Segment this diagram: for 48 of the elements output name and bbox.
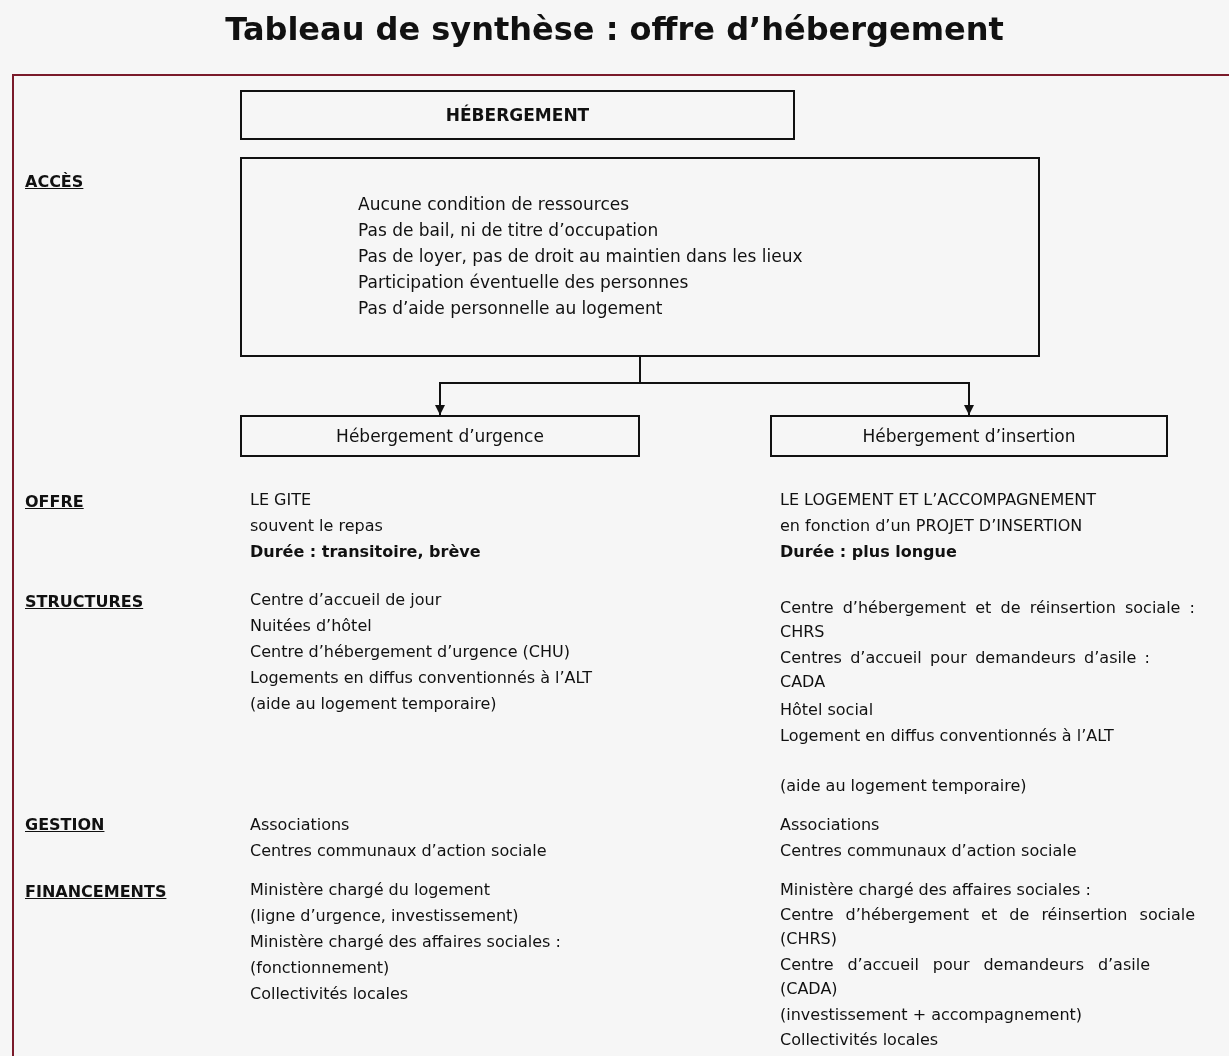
criteria-text: Pas d’aide personnelle au logement bbox=[358, 297, 663, 320]
cell-text: Collectivités locales bbox=[250, 983, 409, 1005]
criteria-text: Aucune condition de ressources bbox=[358, 193, 630, 216]
cell-text: Centre d’accueil pour demandeurs d’asile (CADA) bbox=[780, 954, 1150, 1000]
cell-text: Associations bbox=[780, 814, 880, 836]
cell-text: Hôtel social bbox=[780, 699, 874, 721]
category-box bbox=[240, 415, 640, 457]
box-heading: HÉBERGEMENT bbox=[445, 103, 590, 127]
cell-text: Logement en diffus conventionnés à l’ALT bbox=[780, 725, 1115, 747]
criteria-box bbox=[240, 157, 1040, 357]
criteria-text: Participation éventuelle des personnes bbox=[358, 271, 689, 294]
cell-text: Centre d’accueil de jour bbox=[250, 589, 442, 611]
box-label: Hébergement d’insertion bbox=[862, 425, 1076, 448]
box-label: Hébergement d’urgence bbox=[336, 425, 544, 448]
cell-text: (ligne d’urgence, investissement) bbox=[250, 905, 519, 927]
cell-text: (fonctionnement) bbox=[250, 957, 390, 979]
cell-text: souvent le repas bbox=[250, 515, 383, 537]
row-heading: ACCÈS bbox=[25, 171, 84, 193]
cell-text: Associations bbox=[250, 814, 350, 836]
cell-text: Ministère chargé des affaires sociales : bbox=[780, 879, 1091, 901]
cell-text: Collectivités locales bbox=[780, 1029, 939, 1051]
cell-text: Nuitées d’hôtel bbox=[250, 615, 372, 637]
title: Tableau de synthèse : offre d’hébergement bbox=[224, 10, 1005, 48]
cell-text: LE GITE bbox=[250, 489, 312, 511]
cell-text: Ministère chargé du logement bbox=[250, 879, 491, 901]
category-box bbox=[770, 415, 1168, 457]
cell-text: (investissement + accompagnement) bbox=[780, 1004, 1083, 1026]
cell-text: LE LOGEMENT ET L’ACCOMPAGNEMENT bbox=[780, 489, 1097, 511]
cell-text: Centre d’hébergement d’urgence (CHU) bbox=[250, 641, 570, 663]
cell-text: Logements en diffus conventionnés à l’ALT bbox=[250, 667, 593, 689]
row-heading: STRUCTURES bbox=[25, 591, 144, 613]
cell-text: Centres d’accueil pour demandeurs d’asile : CADA bbox=[780, 647, 1150, 693]
row-heading: OFFRE bbox=[25, 491, 84, 513]
cell-text: Centre d’hébergement et de réinsertion sociale : CHRS bbox=[780, 597, 1195, 643]
cell-text: (aide au logement temporaire) bbox=[250, 693, 497, 715]
cell-text: Durée : plus longue bbox=[780, 541, 957, 563]
cell-text: (aide au logement temporaire) bbox=[780, 775, 1027, 797]
cell-text: Centres communaux d’action sociale bbox=[780, 840, 1077, 862]
cell-text: Centre d’hébergement et de réinsertion sociale (CHRS) bbox=[780, 904, 1195, 950]
row-heading: GESTION bbox=[25, 814, 105, 836]
category-box bbox=[240, 90, 795, 140]
cell-text: Durée : transitoire, brève bbox=[250, 541, 481, 563]
criteria-text: Pas de bail, ni de titre d’occupation bbox=[358, 219, 659, 242]
criteria-text: Pas de loyer, pas de droit au maintien dans les lieux bbox=[358, 245, 803, 268]
row-heading: FINANCEMENTS bbox=[25, 881, 167, 903]
cell-text: Ministère chargé des affaires sociales : bbox=[250, 931, 561, 953]
cell-text: Centres communaux d’action sociale bbox=[250, 840, 547, 862]
cell-text: en fonction d’un PROJET D’INSERTION bbox=[780, 515, 1083, 537]
